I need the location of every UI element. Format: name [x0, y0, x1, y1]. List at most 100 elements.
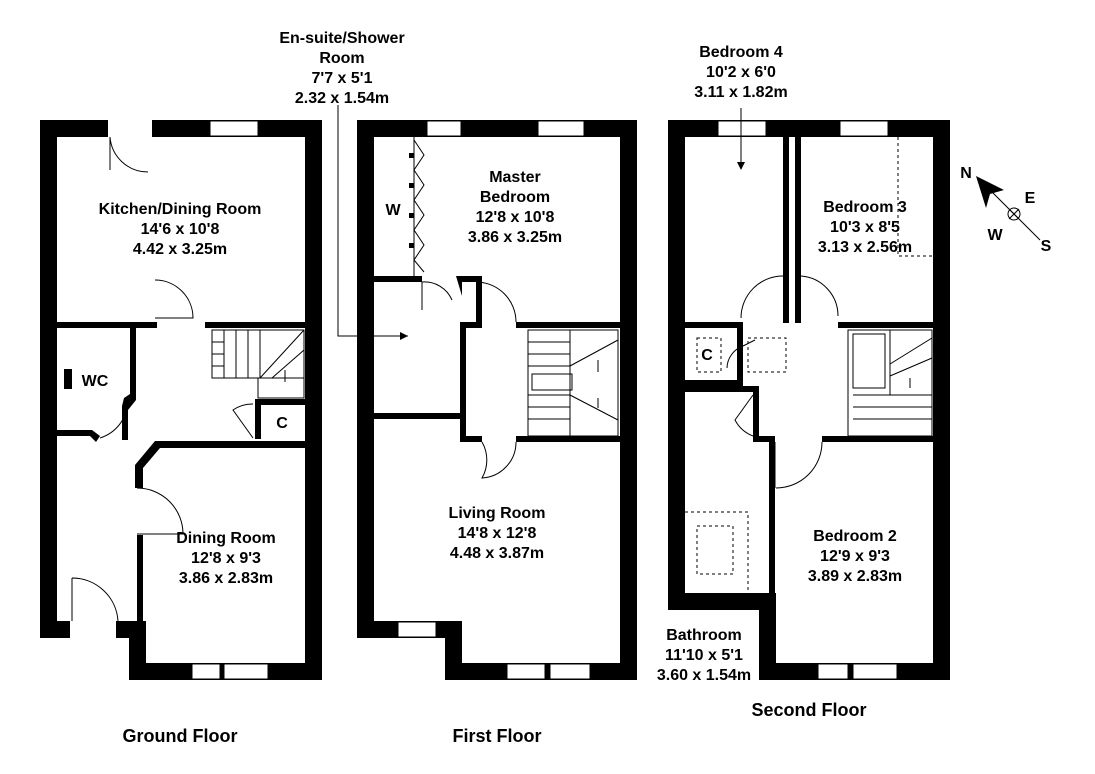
- room-imperial-kitchen: 14'6 x 10'8: [141, 221, 220, 238]
- wall: [460, 322, 482, 328]
- wall: [137, 535, 143, 625]
- window: [191, 663, 221, 680]
- window: [426, 120, 462, 137]
- wall: [456, 276, 476, 296]
- wall: [769, 442, 775, 593]
- wall: [668, 120, 950, 137]
- loft-hatch: [747, 337, 787, 373]
- wall: [357, 120, 637, 137]
- room-imperial-living: 14'8 x 12'8: [458, 525, 537, 542]
- room-metric-kitchen: 4.42 x 3.25m: [133, 241, 227, 258]
- room-name-ensuite-line2: Room: [319, 50, 364, 67]
- skylight: [696, 525, 734, 575]
- door-swing: [740, 275, 784, 319]
- wall: [205, 322, 305, 328]
- wall: [753, 386, 759, 441]
- wall: [933, 120, 950, 680]
- staircase: [847, 329, 933, 437]
- wall: [668, 593, 776, 610]
- wardrobe-doors: [413, 137, 425, 276]
- window: [209, 120, 259, 137]
- compass-east-label: E: [1025, 190, 1036, 207]
- window: [397, 621, 437, 638]
- door-swing: [154, 279, 194, 319]
- wall: [476, 276, 482, 326]
- wall: [255, 399, 305, 405]
- wall: [460, 322, 466, 442]
- wall: [516, 322, 620, 328]
- room-name-bedroom4: Bedroom 4: [699, 44, 783, 61]
- arrow-icon: [400, 332, 408, 340]
- room-metric-bedroom4: 3.11 x 1.82m: [694, 84, 787, 101]
- room-name-bedroom3: Bedroom 3: [823, 199, 907, 216]
- floor-label-second: Second Floor: [751, 700, 866, 720]
- wall: [130, 328, 136, 396]
- bathroom-outline: [685, 511, 749, 592]
- room-metric-dining: 3.86 x 2.83m: [179, 570, 273, 587]
- window: [506, 663, 546, 680]
- door-swing: [421, 281, 453, 310]
- leader-line: [337, 105, 408, 337]
- floor-label-first: First Floor: [453, 726, 542, 746]
- window: [717, 120, 767, 137]
- room-imperial-dining: 12'8 x 9'3: [191, 550, 261, 567]
- room-name-wardrobe: W: [385, 202, 401, 219]
- wall: [737, 322, 743, 386]
- wall: [668, 120, 685, 610]
- compass-north-label: N: [960, 165, 972, 182]
- window: [852, 663, 898, 680]
- compass-south-label: S: [1041, 238, 1052, 255]
- room-imperial-ensuite: 7'7 x 5'1: [312, 70, 373, 87]
- second-floor-plan: [668, 108, 950, 680]
- door-swing: [99, 399, 129, 439]
- room-name-dining: Dining Room: [176, 530, 276, 547]
- door-swing: [734, 394, 754, 437]
- cupboard-outline: [696, 337, 722, 373]
- room-imperial-bedroom3: 10'3 x 8'5: [830, 219, 900, 236]
- room-name-bedroom2: Bedroom 2: [813, 528, 897, 545]
- room-imperial-bedroom2: 12'9 x 9'3: [820, 548, 890, 565]
- wall: [685, 386, 755, 392]
- room-metric-bedroom2: 3.89 x 2.83m: [808, 568, 902, 585]
- wall: [374, 413, 466, 419]
- door-swing: [800, 275, 839, 317]
- staircase: [211, 329, 305, 399]
- wall: [759, 593, 776, 680]
- wall: [795, 137, 801, 323]
- wardrobe-hinges: [409, 153, 414, 248]
- room-metric-bedroom3: 3.13 x 2.56m: [818, 239, 912, 256]
- compass-icon: [976, 176, 1041, 241]
- door-swing: [136, 487, 184, 535]
- wall: [135, 441, 305, 488]
- wall: [122, 390, 136, 440]
- door-swing: [774, 441, 823, 489]
- wall: [620, 120, 637, 680]
- floor-label-ground: Ground Floor: [123, 726, 238, 746]
- door-swing: [726, 339, 756, 369]
- room-name-bathroom: Bathroom: [666, 627, 742, 644]
- wall: [838, 322, 933, 328]
- ground-floor-plan: [40, 120, 322, 680]
- room-imperial-master: 12'8 x 10'8: [476, 209, 555, 226]
- wall: [516, 436, 620, 442]
- door-swing: [71, 577, 119, 622]
- room-imperial-bathroom: 11'10 x 5'1: [665, 647, 743, 664]
- window: [839, 120, 889, 137]
- wall: [40, 621, 70, 638]
- room-name-ensuite-line1: En-suite/Shower: [279, 30, 404, 47]
- wall: [753, 436, 775, 442]
- room-name-cupboard-second: C: [701, 347, 713, 364]
- room-metric-living: 4.48 x 3.87m: [450, 545, 544, 562]
- window: [537, 120, 585, 137]
- room-imperial-bedroom4: 10'2 x 6'0: [706, 64, 776, 81]
- window: [549, 663, 591, 680]
- room-metric-bathroom: 3.60 x 1.54m: [657, 667, 751, 684]
- first-floor-plan: [337, 105, 637, 680]
- door-swing: [232, 403, 254, 439]
- room-name-master-line2: Bedroom: [480, 189, 550, 206]
- wall: [783, 137, 789, 323]
- door-swing: [109, 136, 149, 173]
- staircase: [527, 329, 619, 437]
- room-name-master-line1: Master: [489, 169, 541, 186]
